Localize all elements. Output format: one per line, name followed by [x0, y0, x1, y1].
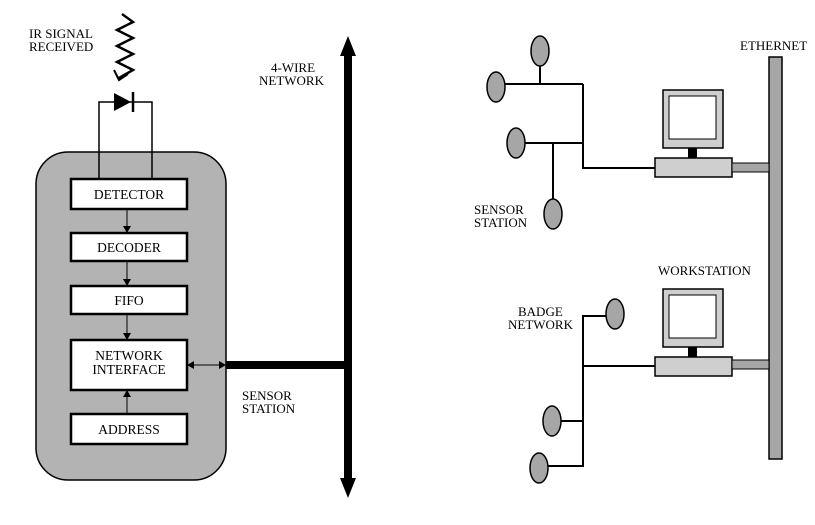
badge-network-label-line2: NETWORK: [508, 317, 574, 332]
workstation-icon: [654, 288, 770, 377]
badge-node-icon: [542, 405, 562, 437]
sensor-station-left-label-line2: STATION: [242, 401, 296, 416]
detector-label: DETECTOR: [94, 187, 164, 202]
address-to-interface-arrow: [123, 390, 131, 414]
ir-signal-arrowhead: [113, 69, 129, 82]
address-block: ADDRESS: [69, 412, 189, 446]
sensor-node-icon: [506, 127, 526, 159]
ir-signal-label-line2: RECEIVED: [29, 39, 93, 54]
badge-network-label-line1: BADGE: [518, 304, 563, 319]
sensor-node-icon: [543, 198, 563, 230]
sensor-station-right-label-line1: SENSOR: [474, 202, 524, 217]
photodiode-icon: [114, 93, 131, 111]
badge-node-icon: [529, 452, 549, 484]
decoder-label: DECODER: [97, 240, 161, 255]
bus-top-arrow-icon: [340, 36, 356, 56]
fifo-to-interface-arrow: [123, 314, 131, 340]
address-label: ADDRESS: [98, 422, 160, 437]
sensor-node-icon: [486, 71, 506, 103]
decoder-to-fifo-arrow: [123, 261, 131, 286]
upper-sensor-cluster-wiring: [505, 66, 655, 200]
badge-network-wiring: [546, 315, 655, 467]
fifo-label: FIFO: [114, 293, 144, 308]
station-network-link: [226, 361, 348, 369]
four-wire-network-bus: [344, 52, 352, 482]
detector-to-decoder-arrow: [123, 209, 131, 233]
badge-node-icon: [605, 298, 625, 330]
network-interface-label-line2: INTERFACE: [92, 362, 165, 377]
ir-signal-zigzag: [114, 12, 136, 80]
workstation-label: WORKSTATION: [658, 263, 751, 278]
ethernet-label: ETHERNET: [740, 38, 807, 53]
interface-bidirectional-arrow: [187, 361, 226, 369]
detector-block: DETECTOR: [69, 177, 189, 211]
fifo-block: FIFO: [69, 284, 189, 316]
network-interface-block: NETWORK INTERFACE: [69, 338, 189, 392]
network-label-line2: NETWORK: [259, 73, 325, 88]
network-label-line1: 4-WIRE: [271, 60, 315, 75]
network-interface-label-line1: NETWORK: [95, 348, 163, 363]
ethernet-backbone: [768, 56, 783, 460]
sensor-station-right-label-line2: STATION: [474, 215, 528, 230]
bus-bottom-arrow-icon: [340, 478, 356, 498]
workstation-icon: [654, 89, 770, 178]
ir-signal-label-line1: IR SIGNAL: [29, 26, 93, 41]
sensor-station-left-label-line1: SENSOR: [242, 388, 292, 403]
decoder-block: DECODER: [69, 231, 189, 263]
sensor-node-icon: [530, 35, 550, 67]
